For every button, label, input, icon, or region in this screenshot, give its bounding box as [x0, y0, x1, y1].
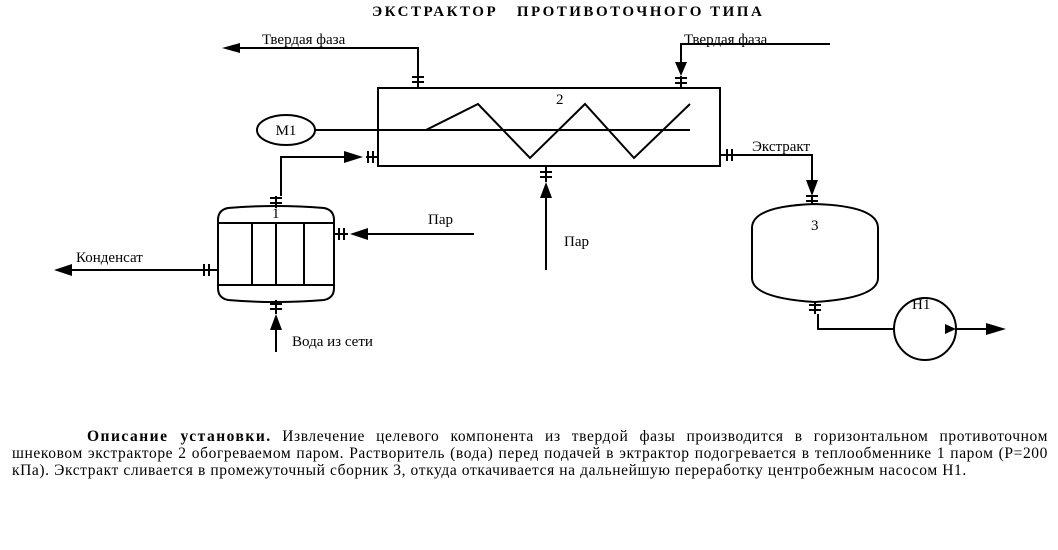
- extractor-body: [377, 87, 721, 167]
- description-paragraph: Описание установки. Извлечение целевого …: [12, 428, 1048, 479]
- extractor-steam-nozzle: [540, 166, 552, 182]
- pump-discharge-arrow: [986, 323, 1006, 335]
- description-lead: Описание установки.: [87, 428, 272, 445]
- condensate-arrow: [54, 264, 72, 276]
- extract-line: [734, 154, 813, 180]
- he-to-extractor-line: [280, 156, 346, 196]
- number-1: 1: [272, 206, 280, 222]
- extract-out-nozzle: [720, 149, 734, 161]
- number-3: 3: [811, 218, 819, 234]
- solid-in-label: Твердая фаза: [684, 32, 768, 48]
- condensate-label: Конденсат: [76, 250, 143, 266]
- solvent-in-nozzle: [366, 151, 378, 163]
- extract-label: Экстракт: [752, 139, 810, 155]
- water-label: Вода из сети: [292, 334, 373, 350]
- he-steam-arrow: [350, 228, 368, 240]
- motor-label: М1: [276, 123, 297, 139]
- solid-out-arrow: [222, 43, 240, 53]
- motor-m1: [256, 114, 316, 146]
- collector-vessel: [751, 202, 879, 304]
- diagram-title: ЭКСТРАКТОР ПРОТИВОТОЧНОГО ТИПА: [372, 4, 764, 20]
- solid-in-nozzle: [675, 76, 687, 88]
- solid-in-line: [680, 43, 830, 62]
- solid-out-nozzle: [412, 76, 424, 88]
- solvent-in-arrow: [344, 151, 363, 163]
- solid-out-label: Твердая фаза: [262, 32, 346, 48]
- collector-to-pump-line: [817, 314, 894, 330]
- he-top-nozzle: [270, 196, 282, 208]
- solid-out-line: [240, 47, 419, 77]
- description-text: Извлечение целевого компонента из твердо…: [12, 428, 1049, 479]
- extract-arrow: [806, 180, 818, 196]
- extractor-steam-label: Пар: [564, 234, 589, 250]
- collector-bottom-nozzle: [809, 302, 821, 314]
- process-flow-diagram: ЭКСТРАКТОР ПРОТИВОТОЧНОГО ТИПА: [54, 4, 1006, 361]
- he-steam-label: Пар: [428, 212, 453, 228]
- number-2: 2: [556, 92, 564, 108]
- condensate-nozzle: [203, 264, 218, 276]
- water-arrow: [270, 314, 282, 330]
- extractor-steam-arrow: [540, 182, 552, 198]
- pump-label: Н1: [912, 297, 930, 313]
- solid-in-arrow: [675, 62, 687, 76]
- he-steam-nozzle: [334, 228, 348, 240]
- collector-top-nozzle: [806, 195, 818, 204]
- water-nozzle: [270, 300, 282, 314]
- pump-direction-arrow: [945, 324, 956, 334]
